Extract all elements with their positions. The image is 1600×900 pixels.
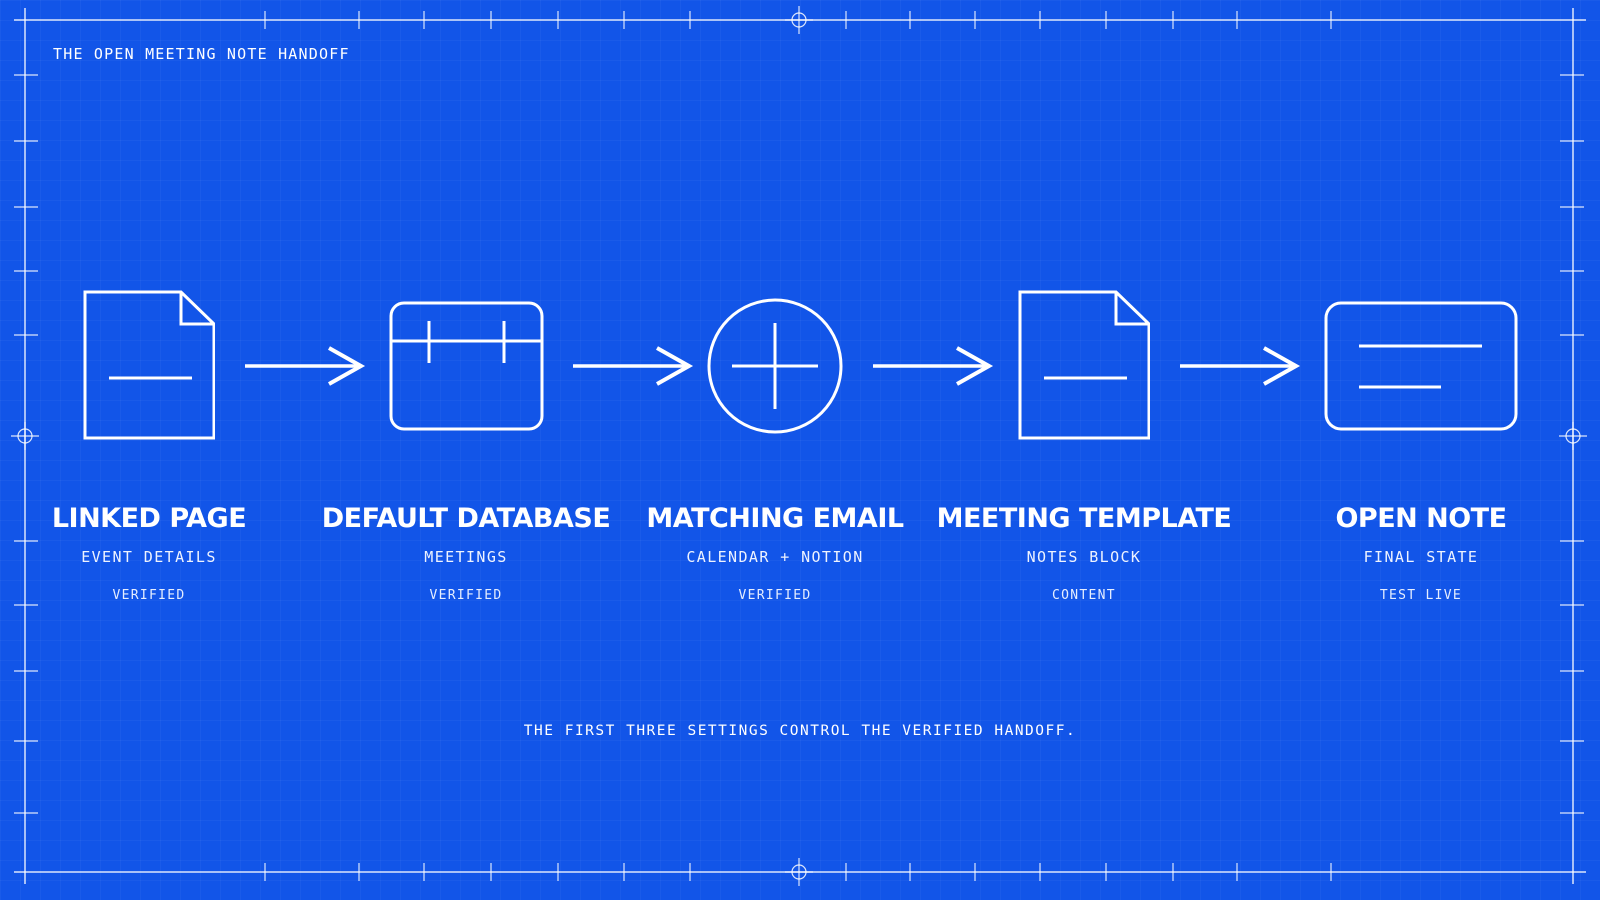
step-title: MEETING TEMPLATE [936, 503, 1232, 534]
database-table-icon [389, 301, 544, 431]
add-circle-icon [707, 298, 843, 434]
step-status: TEST LIVE [1379, 588, 1463, 603]
step-status: VERIFIED [112, 588, 186, 603]
document-icon [83, 290, 215, 440]
step-subtitle: CALENDAR + NOTION [686, 548, 864, 566]
step-status: CONTENT [1052, 588, 1116, 603]
arrow-right-icon [245, 346, 366, 386]
footer-note: THE FIRST THREE SETTINGS CONTROL THE VER… [523, 723, 1077, 739]
step-subtitle: FINAL STATE [1363, 548, 1479, 566]
step-matching-email: MATCHING EMAIL CALENDAR + NOTION VERIFIE… [615, 500, 935, 605]
step-meeting-template: MEETING TEMPLATE NOTES BLOCK CONTENT [924, 500, 1244, 605]
step-subtitle: NOTES BLOCK [1026, 548, 1142, 566]
step-open-note: OPEN NOTE FINAL STATE TEST LIVE [1261, 500, 1581, 605]
step-title: DEFAULT DATABASE [321, 503, 611, 534]
step-title: OPEN NOTE [1335, 503, 1507, 534]
step-title: LINKED PAGE [51, 503, 247, 534]
note-card-icon [1324, 301, 1518, 431]
arrow-right-icon [1180, 346, 1301, 386]
arrow-right-icon [573, 346, 694, 386]
step-status: VERIFIED [429, 588, 503, 603]
step-subtitle: MEETINGS [424, 548, 508, 566]
step-title: MATCHING EMAIL [646, 503, 904, 534]
step-status: VERIFIED [738, 588, 812, 603]
page-title: THE OPEN MEETING NOTE HANDOFF [53, 45, 350, 63]
document-icon [1018, 290, 1150, 440]
step-linked-page: LINKED PAGE EVENT DETAILS VERIFIED [0, 500, 309, 605]
step-default-database: DEFAULT DATABASE MEETINGS VERIFIED [306, 500, 626, 605]
step-subtitle: EVENT DETAILS [81, 548, 217, 566]
arrow-right-icon [873, 346, 994, 386]
